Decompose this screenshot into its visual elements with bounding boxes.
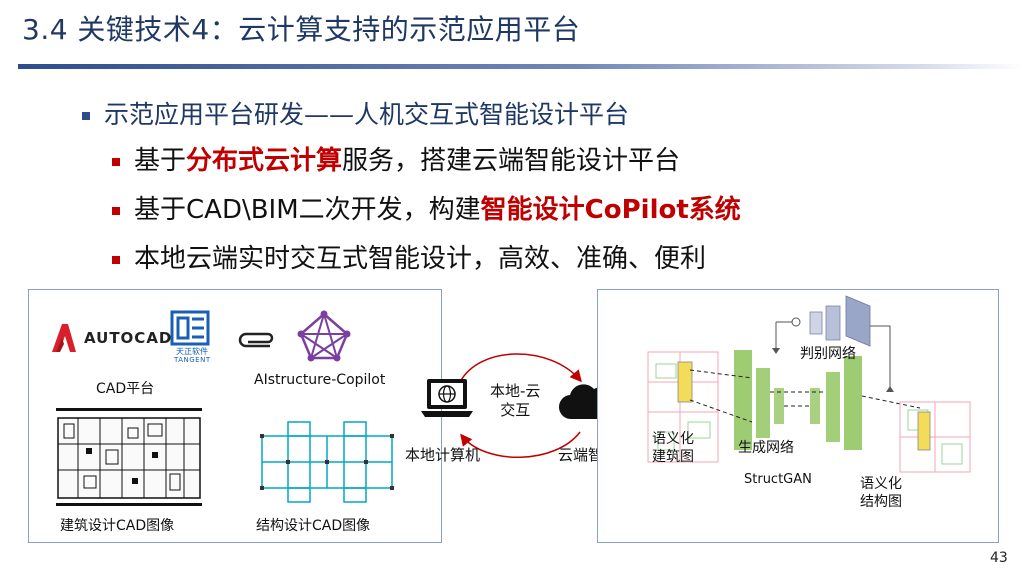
sub-bullet-1-post: 服务，搭建云端智能设计平台: [342, 146, 681, 176]
architecture-cad-label: 建筑设计CAD图像: [60, 518, 175, 534]
interaction-arrows: [459, 353, 582, 458]
cad-platform-panel: [28, 289, 442, 543]
interaction-label-line1: 本地-云: [490, 382, 541, 400]
bullet-square-icon: [112, 255, 120, 264]
semantic-architecture-line1: 语义化: [652, 431, 694, 447]
discriminator-label: 判别网络: [800, 346, 856, 362]
structgan-label: StructGAN: [744, 472, 812, 487]
bullet-square-icon: [82, 112, 90, 120]
cad-platform-label: CAD平台: [96, 381, 155, 397]
sub-bullet-1: 基于分布式云计算服务，搭建云端智能设计平台: [112, 140, 680, 177]
laptop-globe-icon: [421, 379, 473, 417]
sub-bullet-2: 基于CAD\BIM二次开发，构建智能设计CoPilot系统: [112, 189, 741, 226]
structgan-panel: [597, 289, 999, 543]
architecture-cad-drawing: [56, 408, 202, 506]
autocad-label: AUTOCAD: [84, 329, 173, 347]
local-computer-label: 本地计算机: [405, 446, 481, 464]
sub-bullet-1-pre: 基于: [134, 146, 187, 176]
semantic-architecture-line2: 建筑图: [652, 449, 694, 465]
semantic-structure-line2: 结构图: [860, 494, 902, 510]
bullet-square-icon: [112, 206, 120, 215]
tangent-en-label: TANGENT: [174, 356, 211, 364]
semantic-structure-label: 语义化 结构图: [860, 475, 902, 511]
tangent-cn-label: 天正软件: [176, 347, 208, 356]
semantic-structure-line1: 语义化: [860, 476, 902, 492]
interaction-label-line2: 交互: [500, 401, 531, 419]
structure-cad-drawing: [260, 421, 394, 503]
title-divider: [18, 64, 1024, 69]
main-bullet: 示范应用平台研发——人机交互式智能设计平台: [82, 95, 629, 131]
bullet-square-icon: [112, 157, 120, 166]
copilot-graph-icon: [297, 310, 351, 362]
sub-bullet-1-highlight: 分布式云计算: [186, 146, 343, 176]
tangent-logo-icon: [170, 310, 210, 346]
interaction-label: 本地-云 交互: [490, 382, 540, 420]
autocad-logo-icon: [52, 324, 76, 352]
page-number: 43: [990, 550, 1008, 566]
paperclip-icon: [238, 332, 274, 348]
slide-title: 3.4 关键技术4：云计算支持的示范应用平台: [22, 13, 581, 46]
structure-cad-label: 结构设计CAD图像: [256, 518, 371, 534]
structgan-diagram: [647, 295, 971, 473]
sub-bullet-3: 本地云端实时交互式智能设计，高效、准确、便利: [112, 238, 706, 275]
copilot-label: AIstructure-Copilot: [254, 372, 386, 388]
generator-label: 生成网络: [738, 440, 794, 456]
semantic-architecture-label: 语义化 建筑图: [652, 430, 694, 466]
sub-bullet-2-highlight: 智能设计CoPilot系统: [480, 195, 741, 225]
sub-bullet-3-text: 本地云端实时交互式智能设计，高效、准确、便利: [134, 244, 707, 274]
main-bullet-text: 示范应用平台研发——人机交互式智能设计平台: [104, 100, 630, 129]
sub-bullet-2-pre: 基于CAD\BIM二次开发，构建: [134, 195, 481, 225]
